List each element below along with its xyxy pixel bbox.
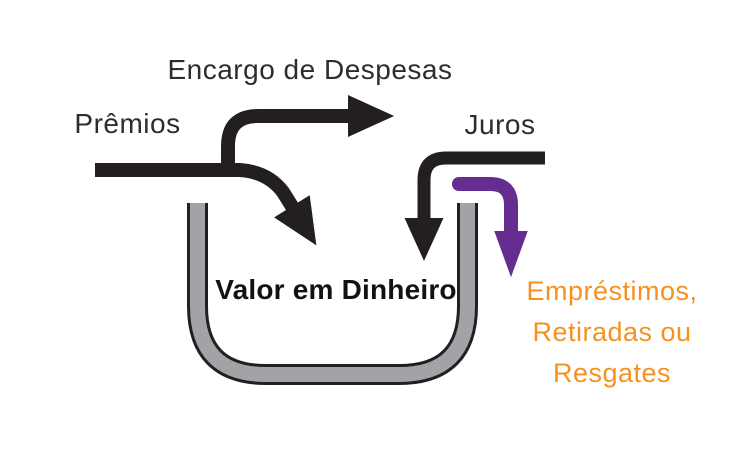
premiums-label: Prêmios xyxy=(74,108,181,139)
premiums-arrow xyxy=(95,163,317,246)
cash-value-bucket xyxy=(187,203,478,385)
loans-line-2: Retiradas ou xyxy=(532,317,692,347)
cash-value-label: Valor em Dinheiro xyxy=(215,274,457,305)
loans-line-3: Resgates xyxy=(552,358,672,388)
interest-arrow xyxy=(404,151,545,261)
expenses-label: Encargo de Despesas xyxy=(167,54,453,85)
loans-outflow-arrow xyxy=(452,177,528,278)
expenses-arrow xyxy=(221,95,395,175)
loans-line-1: Empréstimos, xyxy=(526,276,698,306)
loans-withdrawals-label: Empréstimos, Retiradas ou Resgates xyxy=(490,271,734,394)
interest-label: Juros xyxy=(464,109,536,140)
